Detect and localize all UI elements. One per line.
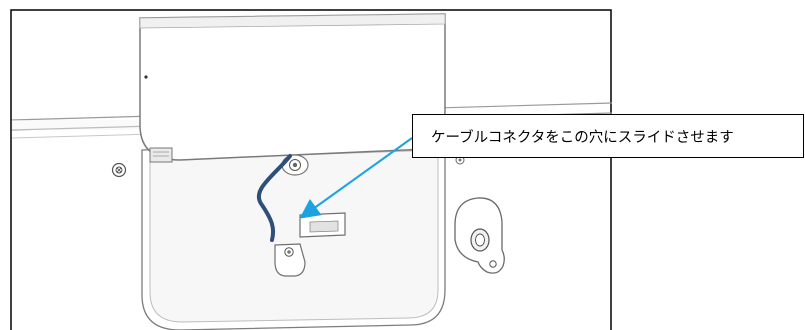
bottom-tab bbox=[274, 243, 306, 277]
arrow-icon bbox=[299, 137, 413, 219]
screw-head-icon bbox=[111, 162, 127, 178]
cable-icon bbox=[256, 154, 292, 242]
callout-label: ケーブルコネクタをこの穴にスライドさせます bbox=[412, 114, 804, 158]
device-enclosure bbox=[139, 13, 446, 161]
connector-slot bbox=[299, 212, 346, 238]
mounting-bracket-icon bbox=[454, 197, 505, 274]
device-port bbox=[149, 147, 173, 163]
screw-head-icon bbox=[455, 155, 465, 165]
